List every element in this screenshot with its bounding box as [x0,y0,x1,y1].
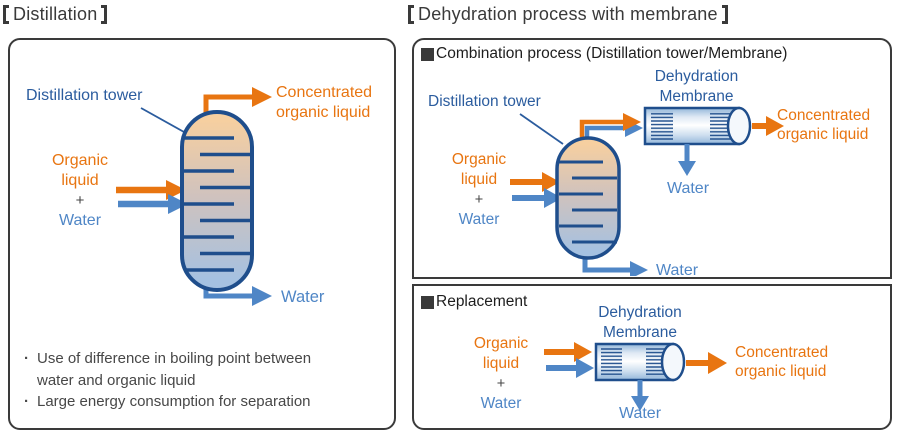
replacement-diagram-svg [544,342,727,411]
water-feed-arrow [118,194,188,214]
membrane-label-line1: Dehydration [598,304,682,321]
distillation-tower [555,136,621,260]
distillation-title: Distillation [3,4,108,25]
note-boiling-point: Use of difference in boiling point betwe… [22,348,315,391]
concentrated-line1: Concentrated [777,107,871,124]
title-bracket-left-icon [408,5,414,24]
concentrated-output-label: Concentrated organic liquid [276,83,372,123]
organic-feed-arrow [544,342,592,362]
replacement-header: Replacement [421,293,527,311]
note-energy: Large energy consumption for separation [22,391,388,413]
membrane-label: Dehydration Membrane [634,67,759,106]
water-outlet-arrow [203,286,272,306]
membrane-process-title-text: Dehydration process with membrane [418,4,718,24]
distillation-panel: Distillation tower Concentrated organic … [8,38,396,430]
tower-trays [559,160,617,244]
distillation-title-text: Distillation [13,4,98,24]
concentrated-line2: organic liquid [276,104,371,121]
feed-liquid: liquid [61,172,99,189]
tower-water-label: Water [656,262,699,279]
feed-organic: Organic [473,335,529,352]
membrane-hatch-left [601,347,622,377]
section-marker-icon [421,295,434,309]
feed-plus: + [496,376,506,392]
membrane-hatch-right [710,111,732,141]
distillation-notes: Use of difference in boiling point betwe… [22,348,388,413]
section-marker-icon [421,47,434,61]
combination-header: Combination process (Distillation tower/… [421,45,787,63]
feed-label-block: Organic liquid + Water [457,334,545,414]
organic-feed-arrow [510,172,560,192]
tower-pointer-line [140,107,185,133]
tower-label: Distillation tower [428,93,541,110]
concentrated-outlet-arrow [752,116,784,136]
combination-process-panel: Combination process (Distillation tower/… [412,38,892,279]
concentrated-outlet-arrow [203,87,272,114]
feed-liquid: liquid [482,355,520,372]
concentrated-line1: Concentrated [276,84,373,101]
replacement-header-text: Replacement [436,293,528,310]
tower-label: Distillation tower [26,87,143,104]
tower-to-membrane-organic-arrow [579,113,641,140]
concentrated-line2: organic liquid [735,363,827,380]
membrane-water-label: Water [666,180,710,197]
membrane-water-down-arrow [631,380,649,411]
dehydration-membrane [643,106,752,146]
feed-organic: Organic [451,151,507,168]
feed-label-block: Organic liquid + Water [28,151,132,231]
title-bracket-right-icon [721,5,728,24]
membrane-water-label: Water [618,405,662,422]
feed-water: Water [458,211,500,228]
membrane-process-title: Dehydration process with membrane [408,4,728,25]
membrane-water-down-arrow [678,144,696,176]
feed-label-block: Organic liquid + Water [435,150,523,230]
feed-liquid: liquid [460,171,498,188]
concentrated-output-label: Concentrated organic liquid [735,343,828,381]
membrane-label-line1: Dehydration [654,68,739,85]
title-bracket-right-icon [101,5,108,24]
water-feed-arrow [546,358,594,378]
dehydration-membrane [594,342,686,382]
bottom-water-label: Water [281,288,325,306]
combination-diagram-svg [510,106,784,276]
tower-trays [184,136,250,272]
membrane-hatch-left [651,111,673,141]
concentrated-outlet-arrow [686,352,727,374]
membrane-label-line2: Membrane [659,87,734,105]
concentrated-output-label: Concentrated organic liquid [777,106,870,144]
water-feed-arrow [512,188,562,208]
membrane-end-cap [726,106,752,146]
title-bracket-left-icon [3,5,9,24]
feed-plus: + [75,192,85,209]
distillation-tower [180,110,254,292]
feed-organic: Organic [51,152,109,169]
feed-water: Water [480,395,522,412]
concentrated-line2: organic liquid [777,126,869,143]
distillation-diagram-svg [116,87,272,306]
membrane-end-cap [660,342,686,382]
membrane-label-line2: Membrane [602,323,678,341]
membrane-label: Dehydration Membrane [578,303,702,342]
organic-feed-arrow [116,180,186,200]
tower-water-outlet-arrow [582,256,648,276]
concentrated-line1: Concentrated [735,344,829,361]
tower-pointer-line [519,113,564,145]
combination-header-text: Combination process (Distillation tower/… [436,45,788,62]
feed-water: Water [58,212,102,229]
replacement-panel: Replacement Dehydration Membrane Organic… [412,284,892,430]
feed-plus: + [474,192,484,208]
